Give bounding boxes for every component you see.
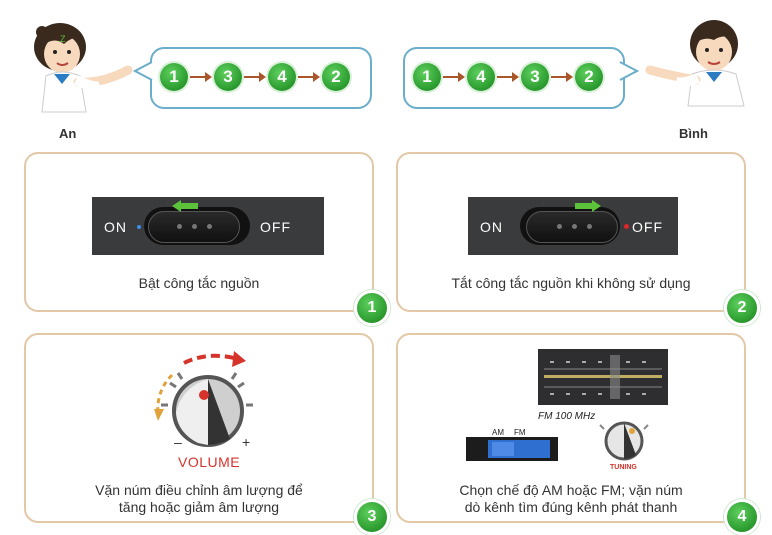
volume-plus: +	[242, 434, 251, 450]
an-bubble-tail	[133, 61, 153, 81]
an-arrow-icon	[244, 72, 266, 82]
am-fm-selector[interactable]	[466, 437, 558, 461]
grip-dot	[207, 224, 212, 229]
card-3: – + VOLUME Vặn núm điều chỉnh âm lượng đ…	[24, 333, 374, 523]
grip-dot	[192, 224, 197, 229]
on-label: ON	[480, 219, 503, 235]
off-label: OFF	[260, 219, 291, 235]
an-arrow-icon	[190, 72, 212, 82]
on-label: ON	[104, 219, 127, 235]
an-arrow-icon	[298, 72, 320, 82]
grip-dot	[572, 224, 577, 229]
an-step-1: 1	[160, 63, 188, 91]
power-switch-panel: ON OFF	[92, 197, 324, 255]
an-step-4: 2	[322, 63, 350, 91]
card-3-caption-line2: tăng hoặc giảm âm lượng	[118, 499, 280, 515]
volume-minus: –	[174, 434, 182, 450]
grip-dot	[587, 224, 592, 229]
radio-dial-illustration	[538, 349, 668, 405]
led-red-icon	[624, 224, 629, 229]
svg-text:Z: Z	[60, 34, 66, 44]
card-3-caption-line1: Vặn núm điều chỉnh âm lượng để	[95, 482, 303, 498]
card-4-caption-line2: dò kênh tìm đúng kênh phát thanh	[464, 499, 678, 515]
card-1-caption: Bật công tắc nguồn	[138, 275, 260, 291]
binh-character-illustration	[645, 20, 745, 107]
volume-label: VOLUME	[178, 454, 241, 470]
card-4-number-badge: 4	[724, 499, 760, 535]
card-2: ON OFF Tắt công tắc nguồn khi không sử d…	[396, 152, 746, 312]
binh-step-4: 2	[575, 63, 603, 91]
an-step-3: 4	[268, 63, 296, 91]
power-switch-knob[interactable]	[526, 211, 618, 243]
grip-dot	[177, 224, 182, 229]
card-4-caption-line1: Chọn chế độ AM hoặc FM; vặn núm	[459, 482, 683, 498]
arrow-left-green-icon	[172, 200, 198, 212]
fm-label: FM	[514, 428, 526, 437]
volume-knob-illustration	[154, 351, 253, 447]
binh-step-1: 1	[413, 63, 441, 91]
binh-step-3: 3	[521, 63, 549, 91]
card-1: ON OFF Bật công tắc nguồn	[24, 152, 374, 312]
grip-dot	[557, 224, 562, 229]
binh-arrow-icon	[443, 72, 465, 82]
power-switch-knob[interactable]	[148, 211, 240, 243]
off-label: OFF	[632, 219, 663, 235]
card-4: FM 100 MHz AM FM TUNING Chọn chế độ AM h…	[396, 333, 746, 523]
led-blue-icon	[137, 225, 141, 229]
card-3-number-badge: 3	[354, 499, 390, 535]
power-switch-panel: ON OFF	[468, 197, 678, 255]
card-2-caption: Tắt công tắc nguồn khi không sử dụng	[451, 275, 691, 291]
card-2-number-badge: 2	[724, 290, 760, 326]
binh-arrow-icon	[497, 72, 519, 82]
tuning-label: TUNING	[610, 464, 637, 471]
an-step-2: 3	[214, 63, 242, 91]
fm-frequency-readout: FM 100 MHz	[538, 411, 596, 422]
binh-name: Bình	[679, 126, 708, 141]
tuning-knob-illustration[interactable]	[594, 419, 654, 467]
arrow-right-green-icon	[575, 200, 601, 212]
binh-step-2: 4	[467, 63, 495, 91]
an-character-illustration: Z	[34, 23, 133, 113]
binh-arrow-icon	[551, 72, 573, 82]
binh-bubble-tail	[619, 61, 639, 81]
binh-sequence: 1 4 3 2	[413, 63, 603, 91]
an-sequence: 1 3 4 2	[160, 63, 350, 91]
an-name: An	[59, 126, 77, 141]
am-label: AM	[492, 428, 504, 437]
card-1-number-badge: 1	[354, 290, 390, 326]
